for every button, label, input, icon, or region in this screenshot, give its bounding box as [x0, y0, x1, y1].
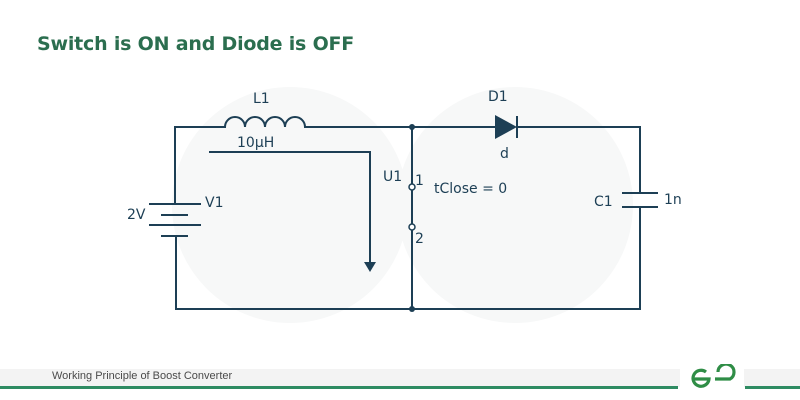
switch-param-label: tClose = 0 [434, 181, 507, 197]
page-title: Switch is ON and Diode is OFF [37, 33, 355, 55]
switch-terminal-1 [408, 183, 416, 191]
arrow-head-icon [364, 262, 376, 272]
footer-band [0, 369, 800, 387]
inductor-l1 [223, 116, 307, 129]
capacitor-value-label: 1n [664, 192, 682, 208]
source-value-label: 2V [127, 207, 146, 223]
wire-source-to-inductor [174, 126, 226, 205]
inductor-value-label: 10µH [237, 135, 274, 151]
inductor-name-label: L1 [253, 91, 270, 107]
capacitor-name-label: C1 [594, 194, 613, 210]
switch-name-label: U1 [383, 169, 402, 185]
geeksforgeeks-logo [680, 362, 744, 394]
diode-model-label: d [500, 146, 509, 162]
wire-diode-to-capacitor [516, 126, 641, 194]
switch-terminal-2 [408, 223, 416, 231]
wire-capacitor-to-ground [411, 206, 641, 310]
junction-top [409, 124, 415, 130]
switch-pin1-label: 1 [415, 173, 424, 189]
junction-bottom [409, 306, 415, 312]
source-name-label: V1 [205, 195, 223, 211]
current-flow-path [209, 151, 371, 266]
gfg-logo-icon [691, 362, 736, 388]
footer-divider-right [745, 386, 800, 389]
footer-divider-left [0, 386, 678, 389]
wire-ground-to-source [175, 235, 413, 310]
diode-triangle-icon [495, 115, 517, 139]
footer-caption: Working Principle of Boost Converter [52, 370, 233, 382]
diode-name-label: D1 [488, 89, 508, 105]
switch-pin2-label: 2 [415, 231, 424, 247]
